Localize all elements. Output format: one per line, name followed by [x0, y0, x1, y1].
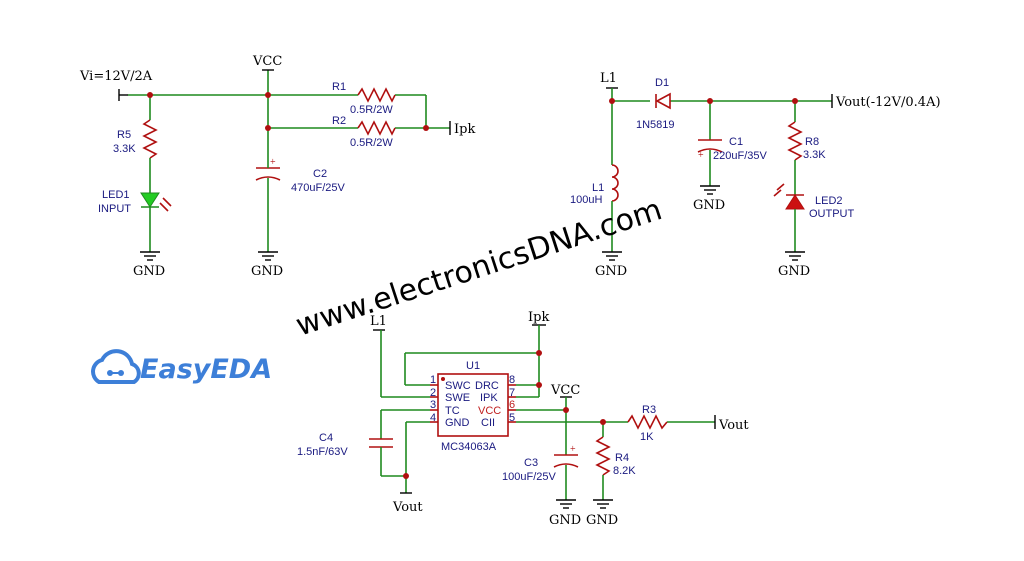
- c3-value: 100uF/25V: [502, 471, 556, 483]
- capacitor-c4[interactable]: C4 1.5nF/63V: [297, 432, 393, 458]
- c1-ref: C1: [729, 136, 743, 148]
- pin-4-num: 4: [430, 412, 436, 424]
- net-vcc-ic-label: VCC: [550, 383, 580, 398]
- pin-6-num: 6: [509, 399, 515, 411]
- net-vout-r3-label: Vout: [718, 418, 749, 433]
- net-l1-top-label: L1: [600, 71, 617, 86]
- resistor-r4[interactable]: R4 8.2K: [595, 436, 636, 477]
- pin-3-num: 3: [430, 399, 436, 411]
- l1-ref: L1: [592, 182, 604, 194]
- u1-ref: U1: [466, 360, 480, 372]
- led-led2[interactable]: LED2 OUTPUT: [773, 183, 855, 220]
- ground-r5: GND: [133, 251, 165, 279]
- capacitor-c3[interactable]: + C3 100uF/25V: [502, 444, 579, 483]
- input-section: Vi=12V/2A VCC Ipk R1 0.5R/2W R2 0.5R/2W: [79, 54, 475, 279]
- d1-ref: D1: [655, 77, 669, 89]
- r2-value: 0.5R/2W: [350, 137, 393, 149]
- pin-1-num: 1: [430, 374, 436, 386]
- gnd-led2-label: GND: [778, 264, 810, 279]
- c4-value: 1.5nF/63V: [297, 446, 348, 458]
- led1-ref: LED1: [102, 189, 130, 201]
- led-led1[interactable]: LED1 INPUT: [98, 189, 172, 215]
- d1-value: 1N5819: [636, 119, 675, 131]
- pin-3-name: TC: [445, 405, 460, 417]
- gnd-r4-label: GND: [586, 513, 618, 528]
- resistor-r1[interactable]: R1 0.5R/2W: [332, 81, 396, 116]
- net-l1-ic-label: L1: [370, 314, 387, 329]
- led1-value: INPUT: [98, 203, 131, 215]
- svg-text:+: +: [570, 444, 576, 455]
- gnd-r5-label: GND: [133, 264, 165, 279]
- diode-d1[interactable]: D1 1N5819: [636, 77, 675, 131]
- led2-value: OUTPUT: [809, 208, 855, 220]
- u1-value: MC34063A: [441, 441, 497, 453]
- resistor-r5[interactable]: R5 3.3K: [113, 95, 158, 159]
- c3-ref: C3: [524, 457, 538, 469]
- resistor-r2[interactable]: R2 0.5R/2W: [332, 115, 396, 149]
- c4-ref: C4: [319, 432, 333, 444]
- resistor-r3[interactable]: R3 1K: [627, 404, 668, 443]
- ground-led2: GND: [778, 251, 810, 279]
- ground-l1: GND: [595, 251, 627, 279]
- gnd-c3-label: GND: [549, 513, 581, 528]
- net-ipk-ic-label: Ipk: [528, 310, 549, 325]
- net-vout-c4-label: Vout: [392, 500, 423, 515]
- logo-text: EasyEDA: [140, 354, 272, 385]
- inductor-l1[interactable]: L1 100uH: [570, 164, 619, 206]
- capacitor-c2[interactable]: + C2 470uF/25V: [255, 157, 345, 194]
- r5-value: 3.3K: [113, 143, 136, 155]
- r3-ref: R3: [642, 404, 656, 416]
- r1-value: 0.5R/2W: [350, 104, 393, 116]
- pin-1-name: SWC: [445, 380, 471, 392]
- r2-ref: R2: [332, 115, 346, 127]
- net-vcc-top-label: VCC: [252, 54, 282, 69]
- pin-7-name: IPK: [480, 392, 498, 404]
- r8-value: 3.3K: [803, 149, 826, 161]
- pin-5-name: CII: [481, 417, 495, 429]
- resistor-r8[interactable]: R8 3.3K: [787, 101, 826, 161]
- led2-ref: LED2: [815, 195, 843, 207]
- svg-text:+: +: [270, 157, 276, 168]
- pin-7-num: 7: [509, 387, 515, 399]
- c2-ref: C2: [313, 168, 327, 180]
- net-ipk-top-label: Ipk: [454, 122, 475, 137]
- pin-2-num: 2: [430, 387, 436, 399]
- pin-2-name: SWE: [445, 392, 470, 404]
- c1-value: 220uF/35V: [713, 150, 767, 162]
- capacitor-c1[interactable]: + C1 220uF/35V: [697, 101, 767, 162]
- ground-c3: GND: [549, 499, 581, 528]
- l1-value: 100uH: [570, 194, 602, 206]
- svg-text:+: +: [698, 150, 704, 161]
- gnd-c1-label: GND: [693, 198, 725, 213]
- r3-value: 1K: [640, 431, 654, 443]
- pin-4-name: GND: [445, 417, 470, 429]
- r5-ref: R5: [117, 129, 131, 141]
- gnd-c2-label: GND: [251, 264, 283, 279]
- r4-ref: R4: [615, 452, 629, 464]
- ground-r4: GND: [586, 499, 618, 528]
- output-section: L1 Vout(-12V/0.4A) D1 1N5819 L1 100uH GN…: [570, 71, 941, 279]
- cloud-network-icon: [91, 349, 141, 384]
- ground-c2: GND: [251, 251, 283, 279]
- net-vin-label: Vi=12V/2A: [79, 69, 153, 84]
- easyeda-logo: EasyEDA: [91, 349, 272, 385]
- net-vout-top-label: Vout(-12V/0.4A): [835, 95, 941, 110]
- pin-5-num: 5: [509, 412, 515, 424]
- pin-8-num: 8: [509, 374, 515, 386]
- r8-ref: R8: [805, 136, 819, 148]
- r1-ref: R1: [332, 81, 346, 93]
- ic-u1[interactable]: U1 MC34063A 1 SWC 2 SWE 3 TC 4 GND 8 DRC…: [430, 360, 516, 453]
- ground-c1: GND: [693, 185, 725, 213]
- c2-value: 470uF/25V: [291, 182, 345, 194]
- gnd-l1-label: GND: [595, 264, 627, 279]
- controller-section: L1 Ipk VCC Vout: [297, 310, 749, 528]
- r4-value: 8.2K: [613, 465, 636, 477]
- pin-6-name: VCC: [478, 405, 501, 417]
- pin-8-name: DRC: [475, 380, 499, 392]
